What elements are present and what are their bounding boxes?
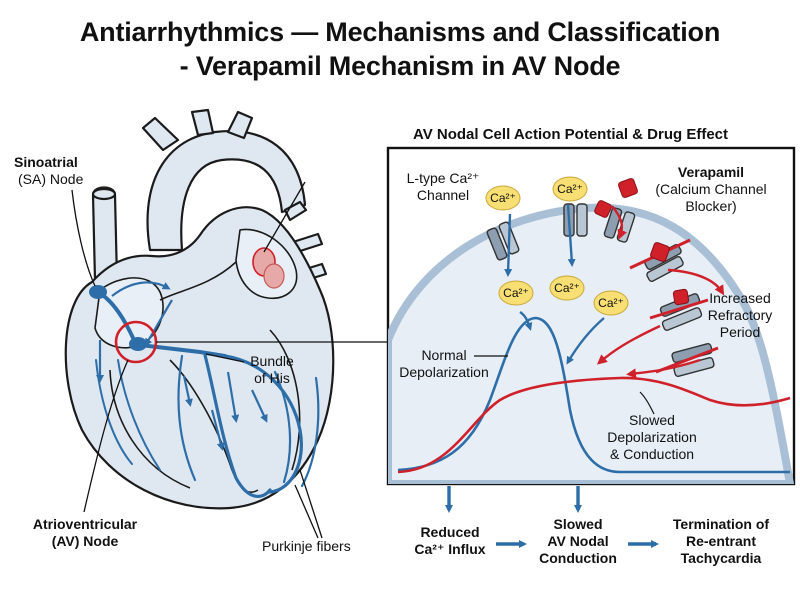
bundle-of-his-label-1: Bundle [250, 353, 294, 369]
flow-arrow-3 [226, 371, 240, 423]
bundle-of-his-path [138, 343, 227, 358]
slowed-depolarization-label-2: Depolarization [607, 429, 697, 445]
panel-title: AV Nodal Cell Action Potential & Drug Ef… [413, 126, 729, 143]
carotid-vessel [190, 108, 215, 137]
verapamil-label-1: Verapamil [677, 164, 745, 180]
ion-label: Ca²⁺ [490, 191, 516, 205]
subclavian-vessel [226, 110, 254, 140]
purkinje-branch-1 [177, 354, 197, 482]
atrial-wall [159, 261, 237, 301]
purkinje-branch-4 [117, 359, 161, 471]
title-line-2: - Verapamil Mechanism in AV Node [179, 51, 621, 81]
av-node-label-1: Atrioventricular [32, 516, 138, 532]
flow-arrow-4 [210, 409, 225, 451]
purkinje-fibers-label: Purkinje fibers [262, 538, 351, 554]
refractory-label-1: Increased [709, 290, 771, 306]
refractory-label-2: Refractory [707, 307, 773, 323]
refractory-label-3: Period [719, 324, 761, 340]
ion-arrows [504, 204, 605, 365]
outcome-2-line-2: AV Nodal [547, 533, 609, 549]
heart-leader-lines [71, 181, 390, 539]
panel-leader-lines [474, 355, 655, 415]
l-type-channel-label-1: L-type Ca²⁺ [406, 170, 480, 186]
flow-arrow-1 [111, 281, 171, 297]
slowed-depolarization-label-3: & Conduction [609, 446, 695, 462]
ion-label: Ca²⁺ [554, 281, 580, 295]
outcome-3-line-1: Termination of [672, 516, 770, 532]
brachiocephalic-vessel [141, 116, 180, 152]
outcome-arrows [445, 486, 659, 548]
drug-arrows [596, 205, 725, 379]
flow-arrow-6 [182, 375, 193, 407]
l-type-channel-label-2: Channel [416, 187, 470, 203]
sa-node-label-1: Sinoatrial [14, 154, 78, 170]
normal-depolarization-label-1: Normal [421, 347, 467, 363]
outcome-2-line-1: Slowed [553, 516, 603, 532]
aortic-arch [146, 130, 307, 252]
av-node-label-2: (AV) Node [51, 533, 119, 549]
heart-illustration [64, 108, 335, 510]
cell-membrane [388, 203, 794, 484]
right-ventricle-wall [109, 369, 191, 489]
outcome-1-line-1: Reduced [420, 524, 480, 540]
ion-label: Ca²⁺ [503, 286, 529, 300]
left-atrial-highlight [252, 247, 285, 289]
ion-bubbles [485, 176, 629, 316]
title-line-1: Antiarrhythmics — Mechanisms and Classif… [79, 17, 721, 47]
conduction-arrows [96, 281, 268, 451]
verapamil-label-2: (Calcium Channel [655, 181, 767, 197]
outcome-1-line-2: Ca²⁺ Influx [414, 541, 486, 557]
ion-label: Ca²⁺ [557, 182, 583, 196]
svc-opening [91, 187, 117, 201]
ion-label: Ca²⁺ [598, 296, 624, 310]
sa-node-label-2: (SA) Node [18, 171, 84, 187]
left-bundle-branch [223, 354, 303, 494]
slowed-depolarization-label-1: Slowed [629, 412, 675, 428]
flow-arrow-2 [144, 299, 173, 347]
bundle-of-his-label-2: of His [254, 370, 290, 386]
purkinje-branch-3 [300, 376, 320, 488]
normal-depolarization-label-2: Depolarization [399, 364, 489, 380]
channel-6 [671, 342, 715, 378]
outcome-3-line-3: Tachycardia [680, 550, 762, 566]
outcome-2-line-3: Conduction [539, 550, 617, 566]
flow-arrow-5 [251, 389, 268, 423]
purkinje-branch-2 [273, 370, 292, 484]
right-bundle-branch [203, 353, 272, 498]
sa-node [89, 285, 107, 299]
av-node [129, 337, 147, 351]
verapamil-molecules [594, 178, 690, 306]
outcome-3-line-2: Re-entrant [685, 533, 756, 549]
verapamil-label-3: Blocker) [685, 198, 737, 214]
pulmonary-vein-1 [283, 200, 308, 222]
slowed-ap-curve [397, 376, 791, 474]
